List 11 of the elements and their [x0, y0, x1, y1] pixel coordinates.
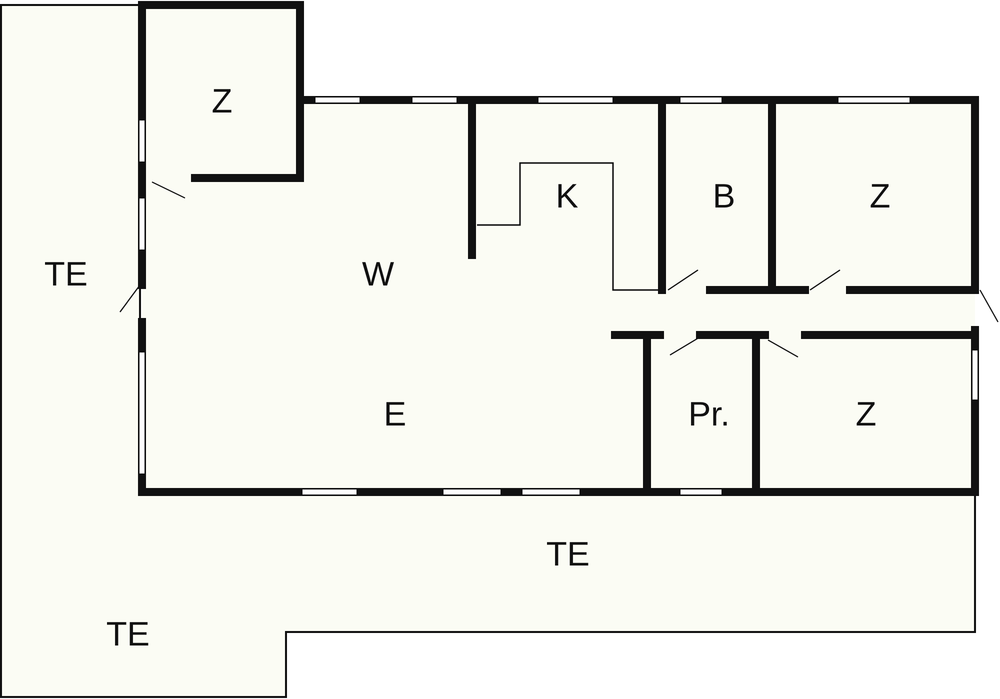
room-label: Z [856, 396, 876, 434]
room-label: B [712, 178, 736, 216]
room-label: Pr. [688, 396, 730, 434]
room-label: Z [870, 178, 890, 216]
room-label: TE [44, 256, 88, 294]
room-label: K [556, 178, 578, 216]
room-label: W [362, 256, 394, 294]
room-label: E [384, 396, 406, 434]
room-label: TE [106, 616, 150, 654]
room-label: Z [212, 82, 232, 122]
room-label: TE [546, 536, 590, 574]
